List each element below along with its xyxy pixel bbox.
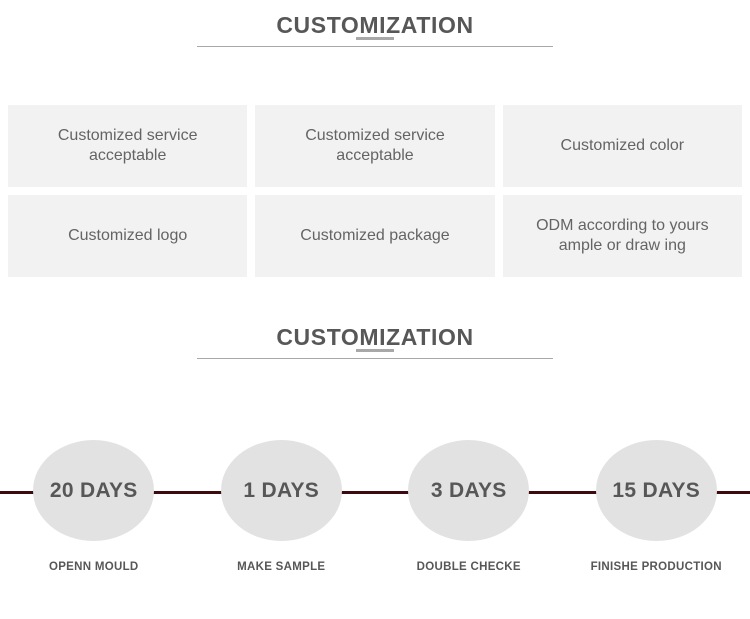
timeline-step-days: 3 DAYS [430,478,507,502]
timeline-step-circle: 20 DAYS [33,440,155,541]
timeline-step-label: MAKE SAMPLE [237,561,326,573]
timeline-step-circle: 15 DAYS [595,440,717,541]
timeline-step-label: FINISHE PRODUCTION [590,561,722,573]
grid-cell-label: Customized package [300,226,450,244]
timeline-steps: 20 DAYS OPENN MOULD 1 DAYS MAKE SAMPLE 3… [0,430,750,590]
divider-accent-bar [356,37,394,40]
divider-rule [197,46,553,47]
timeline-step: 3 DAYS DOUBLE CHECKE [375,430,563,590]
grid-cell-label: Customized logo [68,226,188,244]
timeline-step-label: OPENN MOULD [48,561,139,573]
heading-divider [197,349,553,361]
customization-grid: Customized service acceptable Customized… [8,105,742,277]
divider-accent-bar [356,349,394,352]
grid-cell-label: ODM according to yours ample or draw ing [536,216,709,254]
grid-cell: Customized logo [8,195,248,277]
customization-section-heading: CUSTOMIZATION [0,14,750,49]
production-timeline: 20 DAYS OPENN MOULD 1 DAYS MAKE SAMPLE 3… [0,430,750,590]
grid-cell-label: Customized service acceptable [305,126,445,164]
timeline-connector-line [0,491,750,494]
grid-cell: Customized service acceptable [255,105,495,187]
grid-cell: Customized color [502,105,742,187]
timeline-step-circle: 1 DAYS [220,440,342,541]
timeline-step: 1 DAYS MAKE SAMPLE [188,430,376,590]
section-title: CUSTOMIZATION [276,324,474,350]
timeline-step-circle: 3 DAYS [408,440,530,541]
timeline-step: 15 DAYS FINISHE PRODUCTION [563,430,750,590]
grid-cell-label: Customized service acceptable [57,126,198,164]
process-section-heading: CUSTOMIZATION [0,326,750,361]
timeline-step-label: DOUBLE CHECKE [416,561,521,573]
grid-cell: Customized service acceptable [8,105,248,187]
divider-rule [197,358,553,359]
page-title: CUSTOMIZATION [276,12,474,38]
grid-cell: ODM according to yours ample or draw ing [502,195,742,277]
timeline-step: 20 DAYS OPENN MOULD [0,430,188,590]
heading-divider [197,37,553,49]
grid-cell-label: Customized color [560,136,685,154]
timeline-step-days: 1 DAYS [243,478,320,502]
timeline-step-days: 15 DAYS [612,478,701,502]
grid-cell: Customized package [255,195,495,277]
timeline-step-days: 20 DAYS [49,478,138,502]
